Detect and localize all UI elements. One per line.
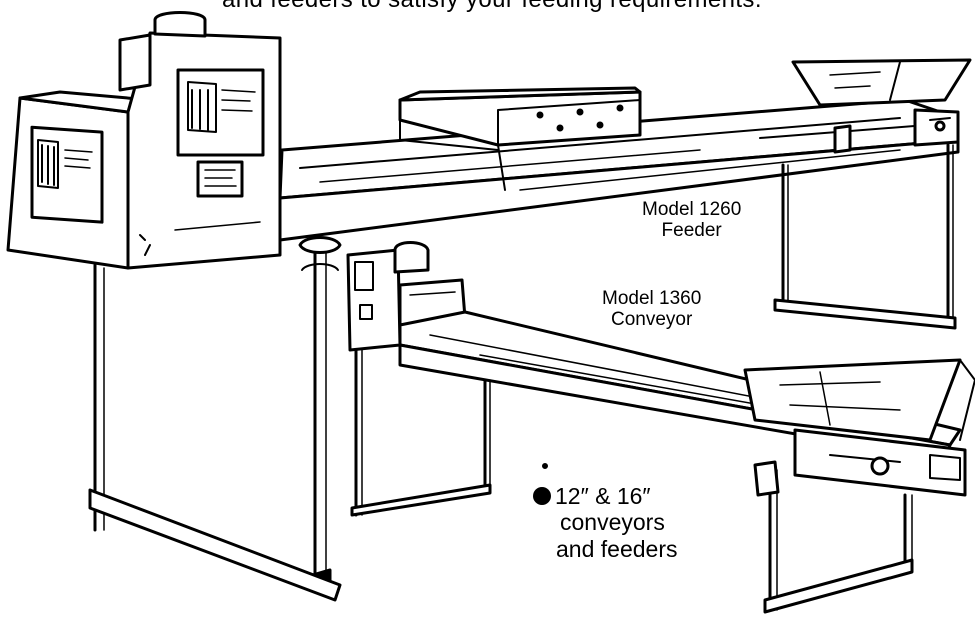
bullet-line-2: conveyors xyxy=(560,509,665,536)
feeder-model-number: Model 1260 xyxy=(642,199,742,220)
bullet-dot-icon xyxy=(533,487,551,505)
feeder-1260 xyxy=(278,58,972,592)
conveyor-model-type: Conveyor xyxy=(610,308,693,330)
control-box-left xyxy=(6,90,342,602)
control-box-main xyxy=(118,11,282,270)
bullet-row-1: 12″ & 16″ xyxy=(533,483,677,509)
feeder-model-label: Model 1260 Feeder xyxy=(642,199,742,241)
bullet-line-1: 12″ & 16″ xyxy=(555,483,651,509)
bullet-note: 12″ & 16″ conveyors and feeders xyxy=(533,483,677,562)
feeder-model-type: Feeder xyxy=(661,219,722,241)
top-caption: and feeders to satisfy your feeding requ… xyxy=(222,0,762,13)
conveyor-1360 xyxy=(346,241,975,614)
conveyor-model-label: Model 1360 Conveyor xyxy=(602,288,702,330)
bullet-line-3: and feeders xyxy=(556,535,678,562)
conveyor-model-number: Model 1360 xyxy=(602,288,702,309)
